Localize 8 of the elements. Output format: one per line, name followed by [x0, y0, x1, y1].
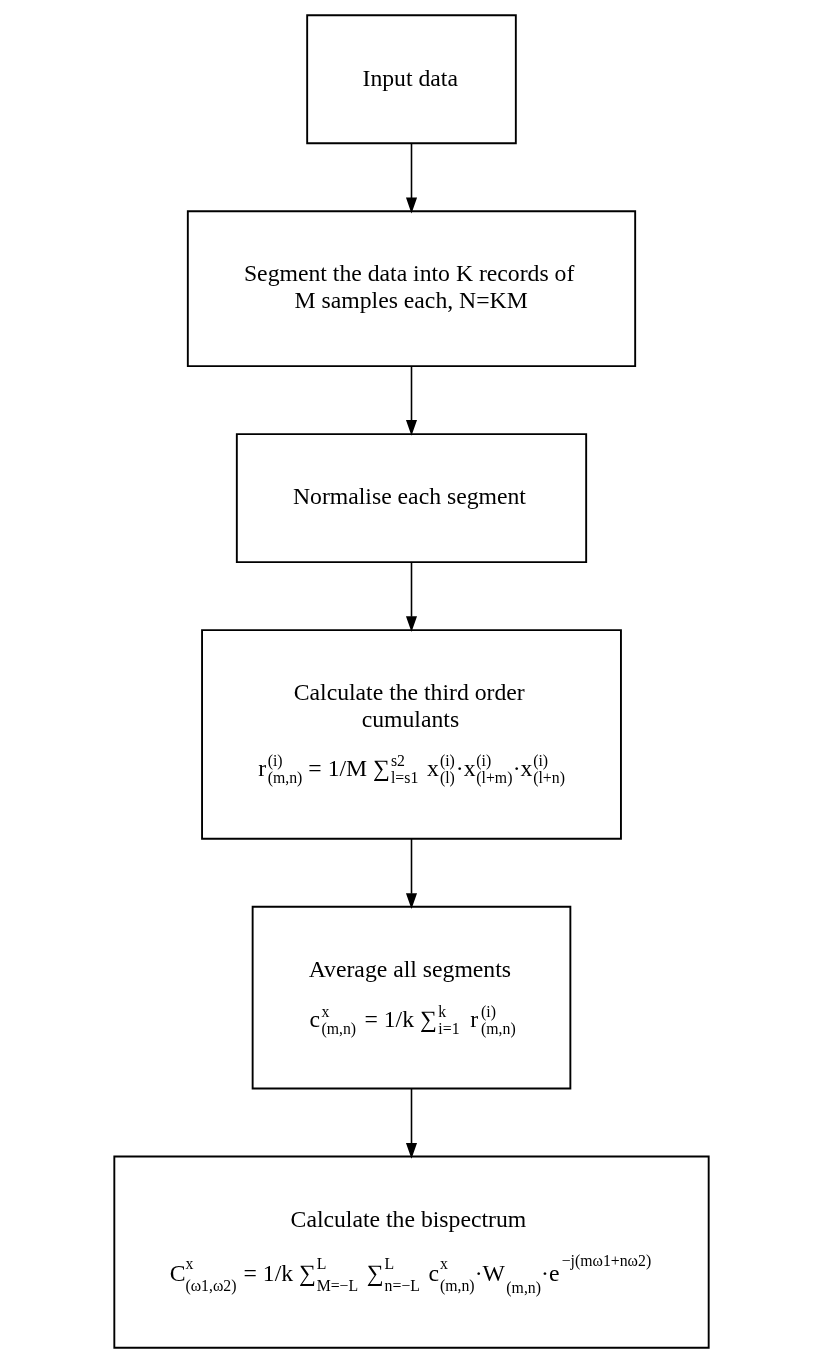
arrow	[405, 561, 417, 633]
arrow	[405, 1087, 417, 1159]
arrow	[405, 838, 417, 910]
node-box: Input data	[305, 14, 517, 145]
arrow	[405, 142, 417, 214]
node-box: Segment the data into K records of M samples each, N=KM	[186, 210, 636, 368]
node-box: Normalise each segment	[235, 433, 587, 564]
arrow	[405, 365, 417, 436]
